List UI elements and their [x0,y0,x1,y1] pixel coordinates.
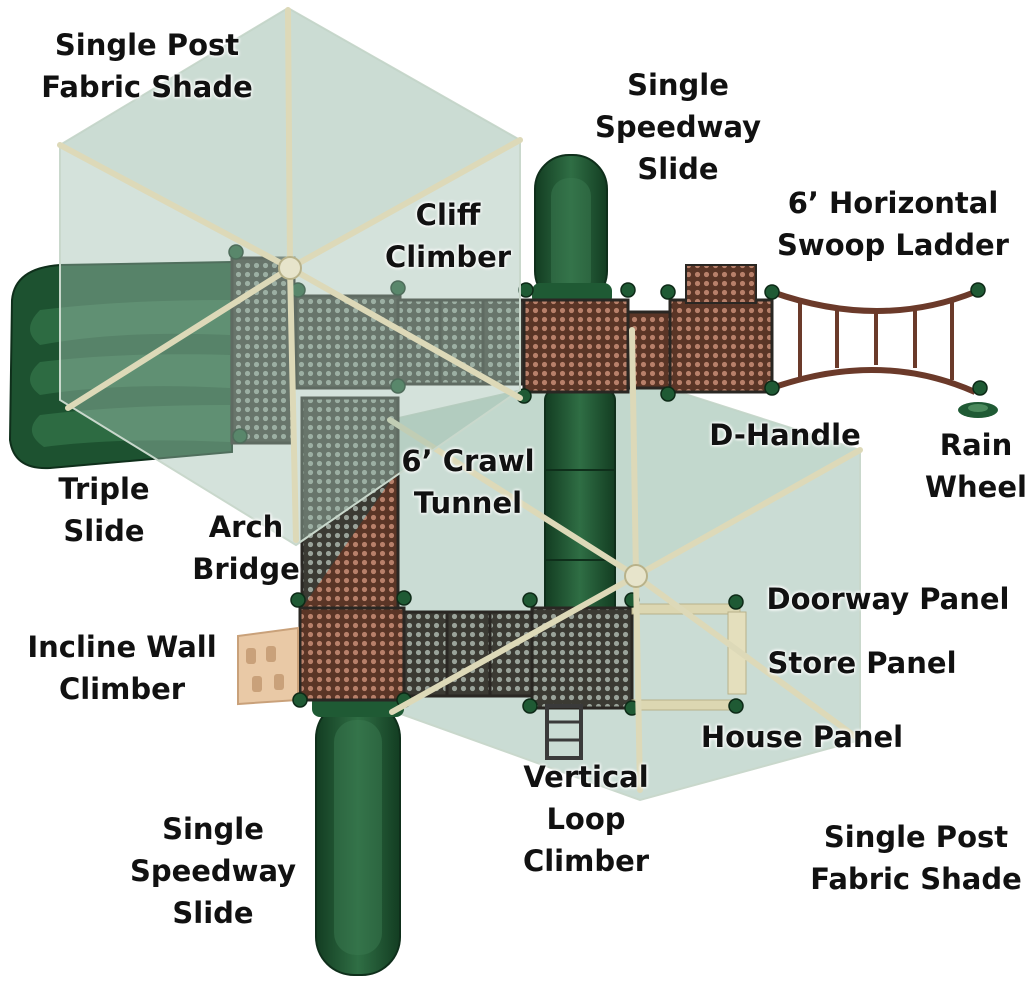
label-doorway-panel: Doorway Panel [766,582,1010,616]
shade-bottom-right-frame [387,327,863,793]
crawl-tunnel [544,389,616,621]
lower-bridge [402,610,536,698]
swoop-ladder [771,289,977,395]
label-house-panel: House Panel [700,720,904,754]
speedway-slide-bottom [312,695,404,976]
incline-wall-climber [237,626,299,706]
vertical-loop-climber [545,704,583,760]
rain-wheel [958,402,998,418]
d-handle-deck [626,264,774,394]
label-store-panel: Store Panel [767,646,957,680]
cliff-climber [294,294,402,390]
label-d-handle: D-Handle [709,418,861,452]
arch-bridge [300,396,400,610]
lower-left-deck [298,606,406,702]
triple-slide [8,260,233,470]
shade-top-left-frame [57,7,523,543]
upper-deck [522,298,630,394]
